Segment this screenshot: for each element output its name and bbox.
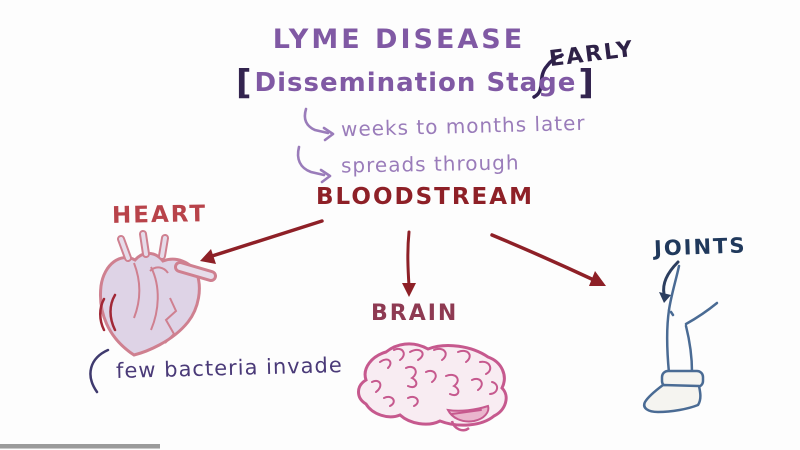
page-title: LYME DISEASE [272,24,526,55]
bloodstream-label: BLOODSTREAM [316,184,534,210]
heart-label: HEART [111,201,208,229]
stage-subtitle-text: Dissemination Stage [254,68,577,98]
stage-open-bracket: [ [236,63,253,103]
note-spreads-through: spreads through [340,150,520,178]
caption-bracket-icon [89,348,110,394]
knee-pointer-arrowhead-icon [659,292,671,303]
note-arrow-icons [296,107,335,184]
note-weeks-to-months: weeks to months later [340,110,586,142]
stage-close-bracket: ] [578,63,595,103]
stage-subtitle: [Dissemination Stage] [234,60,594,103]
heart-caption: few bacteria invade [115,353,344,383]
brain-label: BRAIN [371,301,459,326]
joints-label: JOINTS [653,233,747,261]
leg-illustration [643,260,719,414]
knee-pointer-arrow-icon [662,260,680,296]
video-progress-bar[interactable] [0,444,160,449]
dissemination-arrows [200,219,606,297]
stage-tag-early: EARLY [547,36,636,73]
brain-illustration [357,342,508,432]
